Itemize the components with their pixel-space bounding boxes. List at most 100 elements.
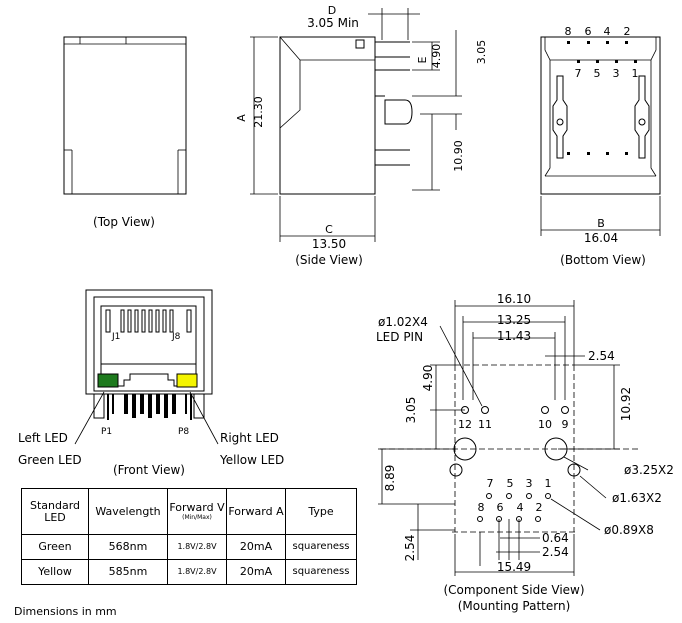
header-type: Type: [285, 488, 357, 535]
dim-right-305: 3.05: [475, 40, 488, 65]
dim-1549: 15.49: [497, 560, 531, 574]
label-j1: J1: [111, 332, 120, 342]
bottom-pin-2: 2: [624, 25, 631, 38]
header-forward-v-label: Forward V: [169, 501, 225, 514]
led-pin-label: LED PIN: [376, 330, 423, 344]
green-led: [97, 373, 119, 388]
dim-c-value: 13.50: [312, 237, 346, 251]
pin-9: 9: [562, 418, 569, 431]
cell-green-wavelength: 568nm: [88, 534, 168, 560]
front-view-label: (Front View): [113, 463, 185, 477]
cell-yellow-type: squareness: [285, 559, 357, 585]
cell-green-forward-a: 20mA: [226, 534, 286, 560]
pin-7: 7: [487, 477, 494, 490]
header-forward-v: Forward V (Min/Max): [167, 488, 227, 535]
dim-c-letter: C: [325, 223, 333, 236]
dim-a-letter: A: [235, 114, 248, 122]
header-standard-led: Standard LED: [21, 488, 89, 535]
hole-medium-right: [567, 463, 581, 477]
top-view: (Top View): [63, 36, 187, 229]
dim-254-left: 2.54: [403, 535, 417, 562]
hole-led-11: [481, 406, 489, 414]
table-row: Yellow 585nm 1.8V/2.8V 20mA squareness: [21, 559, 357, 585]
header-wavelength: Wavelength: [88, 488, 168, 535]
pin-11: 11: [478, 418, 492, 431]
bottom-pin-7: 7: [575, 67, 582, 80]
pin-12: 12: [458, 418, 472, 431]
header-forward-a: Forward A: [226, 488, 286, 535]
cell-yellow-wavelength: 585nm: [88, 559, 168, 585]
dim-1143: 11.43: [497, 329, 531, 343]
hole-large-size: ø3.25X2: [624, 463, 674, 477]
hole-medium-left: [449, 463, 463, 477]
bottom-pin-6: 6: [585, 25, 592, 38]
dim-1610: 16.10: [497, 292, 531, 306]
dim-d-value: 3.05 Min: [307, 16, 359, 30]
hole-medium-size: ø1.63X2: [612, 491, 662, 505]
dim-d-letter: D: [328, 4, 336, 17]
pin-2: 2: [536, 501, 543, 514]
left-led-color: Green LED: [18, 453, 82, 467]
led-pin-size: ø1.02X4: [378, 315, 428, 329]
dim-889: 8.89: [383, 465, 397, 492]
hole-large-right: [544, 437, 568, 461]
mounting-pattern: 16.10 13.25 11.43 2.54 ø1.02X4 LED PIN 1…: [376, 292, 674, 613]
hole-small-size: ø0.89X8: [604, 523, 654, 537]
dim-1092: 10.92: [619, 387, 633, 421]
yellow-led: [176, 373, 198, 388]
led-spec-table: Standard LED Wavelength Forward V (Min/M…: [21, 488, 357, 585]
dimensions-note: Dimensions in mm: [14, 605, 117, 618]
pin-3: 3: [526, 477, 533, 490]
bottom-view: 8 6 4 2 7 5 3 1 B 16.04 (Bottom View): [540, 25, 661, 267]
cell-yellow-name: Yellow: [21, 559, 89, 585]
table-row: Green 568nm 1.8V/2.8V 20mA squareness: [21, 534, 357, 560]
dim-254-bottom: 2.54: [542, 545, 569, 559]
cell-yellow-forward-v: 1.8V/2.8V: [167, 559, 227, 585]
bottom-pin-8: 8: [565, 25, 572, 38]
bottom-pin-5: 5: [594, 67, 601, 80]
pin-8: 8: [478, 501, 485, 514]
pin-10: 10: [538, 418, 552, 431]
pin-6: 6: [497, 501, 504, 514]
header-forward-v-sub: (Min/Max): [182, 514, 212, 521]
table-header-row: Standard LED Wavelength Forward V (Min/M…: [21, 488, 357, 535]
cell-green-type: squareness: [285, 534, 357, 560]
cell-yellow-forward-a: 20mA: [226, 559, 286, 585]
side-view-label: (Side View): [295, 253, 363, 267]
dim-064: 0.64: [542, 531, 569, 545]
hole-led-9: [561, 406, 569, 414]
dim-e-value: 4.90: [430, 44, 443, 69]
dim-305: 3.05: [404, 397, 418, 424]
side-view: A 21.30 D 3.05 Min E 4.90 3.05 10.90 C 1…: [235, 4, 488, 267]
dim-490: 4.90: [421, 365, 435, 392]
mounting-pattern-label: (Mounting Pattern): [458, 599, 571, 613]
dim-e-letter: E: [416, 56, 429, 63]
dim-b-value: 16.04: [584, 231, 618, 245]
bottom-view-label: (Bottom View): [560, 253, 646, 267]
dim-a-value: 21.30: [252, 96, 265, 128]
dim-254-top: 2.54: [588, 349, 615, 363]
cell-green-forward-v: 1.8V/2.8V: [167, 534, 227, 560]
hole-large-left: [453, 437, 477, 461]
dim-b-letter: B: [597, 217, 605, 230]
pin-1: 1: [545, 477, 552, 490]
bottom-pin-1: 1: [632, 67, 639, 80]
pin-5: 5: [507, 477, 514, 490]
label-j8: J8: [171, 332, 181, 342]
label-p8: P8: [178, 427, 189, 437]
right-led-color: Yellow LED: [219, 453, 284, 467]
dim-1325: 13.25: [497, 313, 531, 327]
hole-led-10: [541, 406, 549, 414]
top-view-label: (Top View): [93, 215, 155, 229]
bottom-pin-4: 4: [604, 25, 611, 38]
pin-4: 4: [517, 501, 524, 514]
bottom-pin-3: 3: [613, 67, 620, 80]
right-led-label: Right LED: [220, 431, 279, 445]
front-view: J1 J8 P1 P8 Left LED Green LED Right LED…: [18, 289, 284, 477]
label-p1: P1: [101, 427, 112, 437]
dim-lower-1090: 10.90: [452, 140, 465, 172]
cell-green-name: Green: [21, 534, 89, 560]
component-side-label: (Component Side View): [443, 583, 584, 597]
left-led-label: Left LED: [18, 431, 68, 445]
